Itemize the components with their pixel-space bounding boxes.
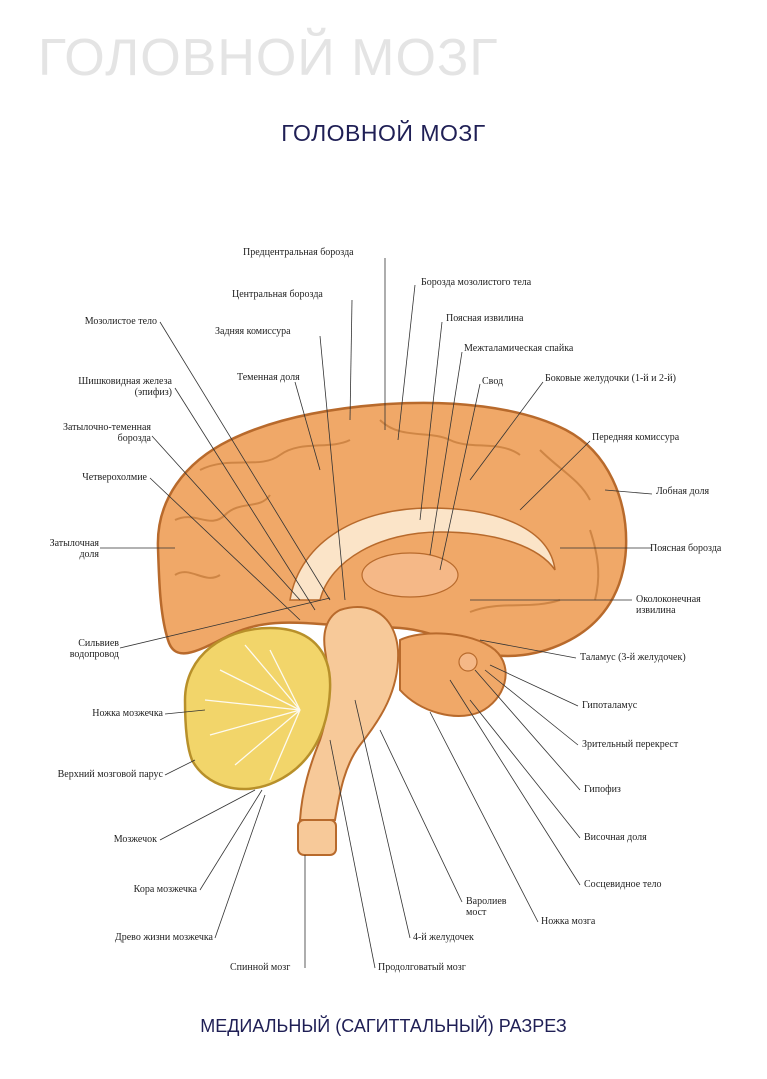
label-pons: Варолиев мост xyxy=(466,896,506,918)
label-superior-medullary-velum: Верхний мозговой парус xyxy=(57,769,163,780)
thalamus-shape xyxy=(361,552,459,598)
label-cerebellar-peduncle: Ножка мозжечка xyxy=(92,708,163,719)
label-cerebral-peduncle: Ножка мозга xyxy=(541,916,596,927)
label-paraterminal-gyrus: Околоконечная извилина xyxy=(636,594,701,616)
label-parieto-occipital-sulcus-line2: борозда xyxy=(117,433,151,444)
label-parietal-lobe: Теменная доля xyxy=(237,372,300,383)
label-pons-line2: мост xyxy=(466,907,487,918)
cerebellum-shape xyxy=(183,626,332,791)
page-title: ГОЛОВНОЙ МОЗГ xyxy=(281,120,486,146)
label-occipital-lobe-line2: доля xyxy=(79,549,99,560)
label-frontal-lobe: Лобная доля xyxy=(656,486,710,497)
label-anterior-commissure: Передняя комиссура xyxy=(592,432,680,443)
label-parieto-occipital-sulcus: Затылочно-теменная борозда xyxy=(63,422,151,444)
label-posterior-commissure: Задняя комиссура xyxy=(215,326,291,337)
label-occipital-lobe-line1: Затылочная xyxy=(49,538,99,549)
label-cingulate-gyrus: Поясная извилина xyxy=(446,313,524,324)
label-pineal-line1: Шишковидная железа xyxy=(78,376,172,387)
watermark-title: ГОЛОВНОЙ МОЗГ xyxy=(38,29,499,87)
label-paraterminal-gyrus-line1: Околоконечная xyxy=(636,594,701,605)
label-corpus-callosum-sulcus: Борозда мозолистого тела xyxy=(421,277,532,288)
page-subtitle: МЕДИАЛЬНЫЙ (САГИТТАЛЬНЫЙ) РАЗРЕЗ xyxy=(200,1016,567,1036)
label-pituitary: Гипофиз xyxy=(584,784,621,795)
label-mammillary-body: Сосцевидное тело xyxy=(584,879,662,890)
label-hypothalamus: Гипоталамус xyxy=(582,700,638,711)
label-fourth-ventricle: 4-й желудочек xyxy=(413,932,474,943)
label-cerebellum: Мозжечок xyxy=(113,834,157,845)
label-aqueduct-line2: водопровод xyxy=(69,649,119,660)
label-spinal-cord: Спинной мозг xyxy=(230,962,291,973)
spinal-cord-shape xyxy=(297,819,337,856)
corpus-callosum-shape xyxy=(289,507,556,601)
label-thalamus: Таламус (3-й желудочек) xyxy=(580,652,686,663)
temporal-shape xyxy=(399,632,507,717)
label-cingulate-sulcus: Поясная борозда xyxy=(650,543,722,554)
label-corpus-callosum: Мозолистое тело xyxy=(84,316,157,327)
label-paraterminal-gyrus-line2: извилина xyxy=(636,605,676,616)
label-parieto-occipital-sulcus-line1: Затылочно-теменная xyxy=(62,422,151,433)
label-lateral-ventricles: Боковые желудочки (1-й и 2-й) xyxy=(545,373,676,384)
label-interthalamic-adhesion: Межталамическая спайка xyxy=(464,343,574,354)
label-occipital-lobe: Затылочная доля xyxy=(50,538,99,560)
label-fornix: Свод xyxy=(482,376,504,387)
label-precentral-sulcus: Предцентральная борозда xyxy=(243,247,354,258)
label-aqueduct: Сильвиев водопровод xyxy=(70,638,119,660)
label-pineal: Шишковидная железа (эпифиз) xyxy=(78,376,172,398)
label-aqueduct-line1: Сильвиев xyxy=(78,638,119,649)
label-pineal-line2: (эпифиз) xyxy=(134,387,172,398)
label-quadrigemina: Четверохолмие xyxy=(82,472,147,483)
label-cerebellar-cortex: Кора мозжечка xyxy=(133,884,197,895)
label-pons-line1: Варолиев xyxy=(466,896,507,907)
label-central-sulcus: Центральная борозда xyxy=(232,289,323,300)
label-arbor-vitae: Древо жизни мозжечка xyxy=(114,932,213,943)
label-temporal-lobe: Височная доля xyxy=(584,832,647,843)
label-medulla: Продолговатый мозг xyxy=(378,962,466,973)
label-optic-chiasm: Зрительный перекрест xyxy=(582,739,679,750)
pituitary-shape xyxy=(458,652,478,672)
